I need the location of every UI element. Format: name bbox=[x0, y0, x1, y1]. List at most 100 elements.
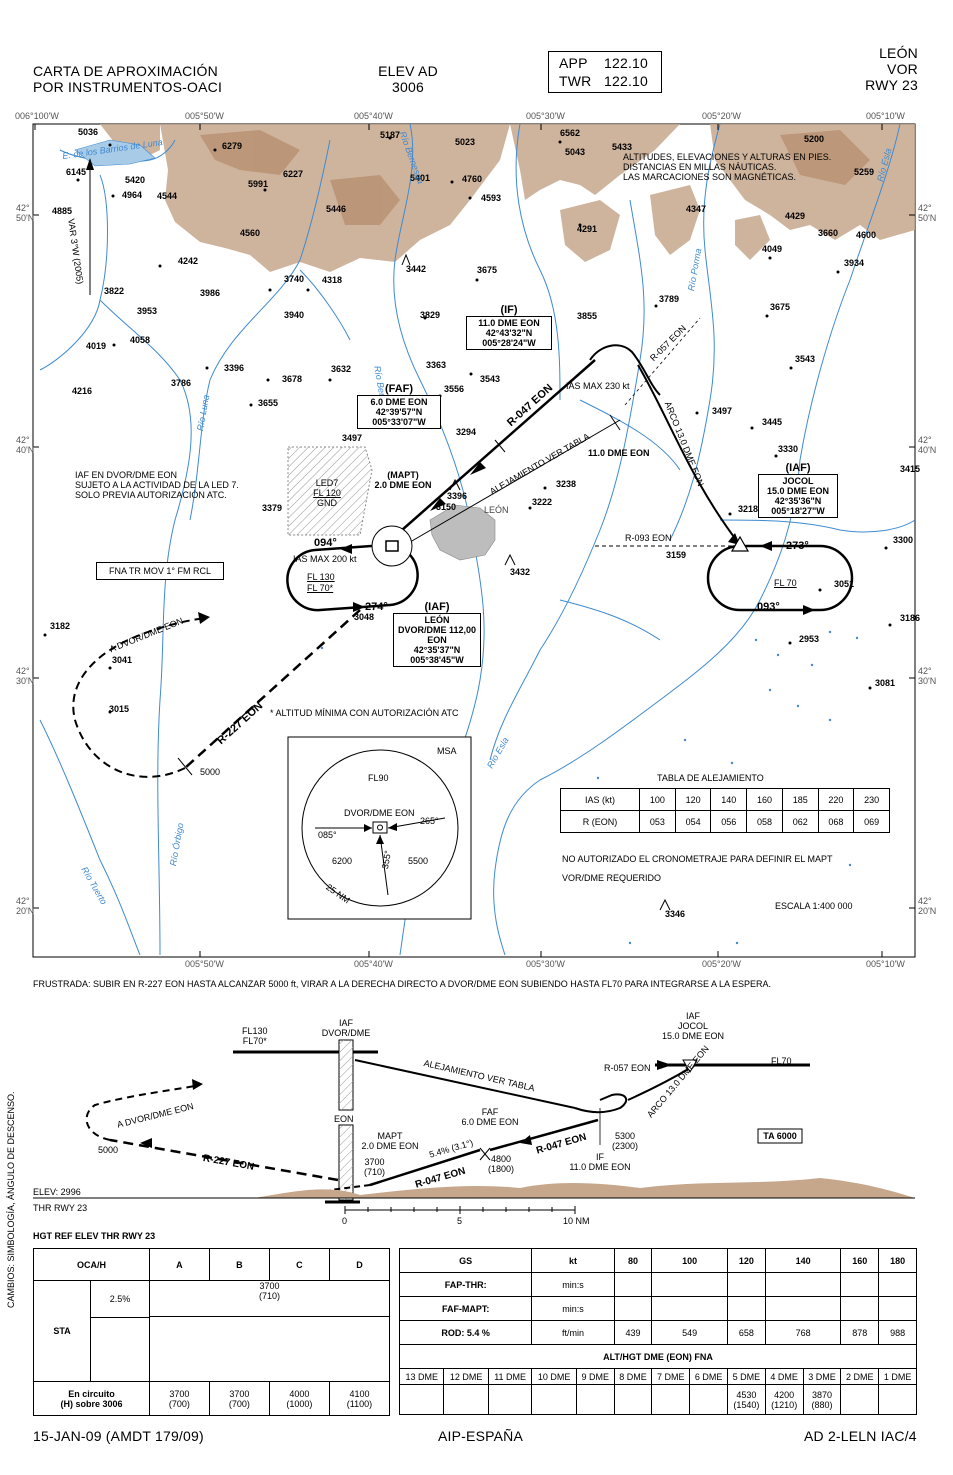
elevation-label: 3346 bbox=[665, 909, 686, 919]
grid-left-3: 42°20'N bbox=[16, 896, 35, 916]
dme-value-cell bbox=[840, 1384, 880, 1415]
elevation-label: 3953 bbox=[137, 306, 158, 316]
dme-header-cell: 5 DME bbox=[726, 1368, 766, 1385]
elevation-label: 3940 bbox=[284, 310, 305, 320]
scale-5: 5 bbox=[457, 1216, 463, 1226]
profile-elev: ELEV: 2996 bbox=[33, 1187, 81, 1197]
arc-13dme bbox=[637, 364, 741, 546]
dme-header-cell: 10 DME bbox=[531, 1368, 577, 1385]
elevation-label: 3497 bbox=[712, 406, 733, 416]
grid-top-3: 005°30'W bbox=[526, 111, 565, 121]
profile-thr: THR RWY 23 bbox=[33, 1203, 88, 1213]
elevation-label: 3432 bbox=[510, 567, 531, 577]
ias230-label: IAS MAX 230 kt bbox=[566, 381, 630, 391]
vor-dme-required-note: VOR/DME REQUERIDO bbox=[562, 873, 662, 883]
elevation-label: 3934 bbox=[844, 258, 865, 268]
msa-085: 085° bbox=[318, 830, 337, 840]
elevation-label: 3789 bbox=[659, 294, 680, 304]
elevation-label: 3015 bbox=[109, 704, 130, 714]
r057-radial bbox=[624, 317, 701, 406]
elevation-label: 4049 bbox=[762, 244, 783, 254]
grid-right-3: 42°20'N bbox=[918, 896, 937, 916]
dme-header-cell: 13 DME bbox=[398, 1368, 445, 1385]
leon-city-area bbox=[429, 504, 496, 561]
missed-approach-turn bbox=[72, 617, 206, 778]
dme-value-cell bbox=[443, 1384, 489, 1415]
vor-dme-icon bbox=[385, 540, 399, 552]
missed-approach-r227 bbox=[184, 609, 361, 769]
grid-right-1: 42°40'N bbox=[918, 435, 937, 455]
elevation-label: 3556 bbox=[444, 384, 465, 394]
dme-value-cell bbox=[487, 1384, 533, 1415]
grid-left-1: 42°40'N bbox=[16, 435, 35, 455]
min-alt-note: * ALTITUD MÍNIMA CON AUTORIZACIÓN ATC bbox=[270, 708, 459, 718]
fna-note: FNA TR MOV 1° FM RCL bbox=[96, 562, 224, 580]
elevation-label: 3632 bbox=[331, 364, 352, 374]
elevation-label: 4544 bbox=[157, 191, 178, 201]
jocol-level: FL 70 bbox=[774, 578, 797, 588]
frequency-box: APP 122.10 TWR 122.10 bbox=[548, 51, 662, 93]
elevation-label: 4560 bbox=[240, 228, 261, 238]
profile-3700: 3700(710) bbox=[364, 1157, 386, 1177]
grid-bottom-4: 005°10'W bbox=[866, 959, 905, 969]
elevation-label: 3740 bbox=[284, 274, 305, 284]
dme-value-cell: 4200(1210) bbox=[764, 1384, 804, 1415]
elevation-label: 3675 bbox=[770, 302, 791, 312]
profile-4800: 4800(1800) bbox=[488, 1154, 515, 1174]
missed-approach-text: FRUSTRADA: SUBIR EN R-227 EON HASTA ALCA… bbox=[33, 979, 772, 989]
elevation-label: 5036 bbox=[78, 127, 99, 137]
course-093: 093° bbox=[757, 601, 780, 613]
outbound-track bbox=[404, 419, 621, 546]
grid-bottom-0: 005°50'W bbox=[185, 959, 224, 969]
elevation-label: 3678 bbox=[282, 374, 303, 384]
elevation-label: 3041 bbox=[112, 655, 133, 665]
elevation-label: 3396 bbox=[224, 363, 245, 373]
profile-5300: 5300(2300) bbox=[612, 1131, 639, 1151]
elevation-label: 5991 bbox=[248, 179, 269, 189]
if-turn bbox=[589, 344, 661, 396]
elevation-label: 4760 bbox=[462, 174, 483, 184]
elevation-label: 3379 bbox=[262, 503, 283, 513]
elevation-label: 5401 bbox=[410, 173, 431, 183]
dme-header-cell: 1 DME bbox=[878, 1368, 917, 1385]
elevation-label: 3655 bbox=[258, 398, 279, 408]
elevation-label: 3822 bbox=[104, 286, 125, 296]
grid-top-4: 005°20'W bbox=[702, 111, 741, 121]
elevation-label: 3445 bbox=[762, 417, 783, 427]
mapt-fix: (MAPT)2.0 DME EON bbox=[374, 470, 432, 490]
elevation-label: 2953 bbox=[799, 634, 820, 644]
elevation-label: 4600 bbox=[856, 230, 877, 240]
grid-top-2: 005°40'W bbox=[354, 111, 393, 121]
dme-value-cell: 3870(880) bbox=[802, 1384, 842, 1415]
elevation-label: 3986 bbox=[200, 288, 221, 298]
profile-r057: R-057 EON bbox=[604, 1063, 651, 1073]
grid-left-0: 42°50'N bbox=[16, 203, 35, 223]
elevation-label: 3150 bbox=[436, 502, 457, 512]
final-approach-track bbox=[384, 359, 596, 546]
elevation-label: 4291 bbox=[577, 224, 598, 234]
msa-circle bbox=[301, 749, 459, 907]
dme-header-cell: 4 DME bbox=[764, 1368, 804, 1385]
elevation-label: 3675 bbox=[477, 265, 498, 275]
elevation-label: 5433 bbox=[612, 142, 633, 152]
reservoir bbox=[74, 139, 156, 167]
elevation-label: 3415 bbox=[900, 464, 921, 474]
elevation-label: 6227 bbox=[283, 169, 304, 179]
elevation-label: 3051 bbox=[834, 579, 855, 589]
grid-left-2: 42°30'N bbox=[16, 666, 35, 686]
elevation-label: 6562 bbox=[560, 128, 581, 138]
dme-value-cell bbox=[575, 1384, 615, 1415]
msa-fl90: FL90 bbox=[368, 773, 389, 783]
elevation-label: 4058 bbox=[130, 335, 151, 345]
elevation-label: 4318 bbox=[322, 275, 343, 285]
